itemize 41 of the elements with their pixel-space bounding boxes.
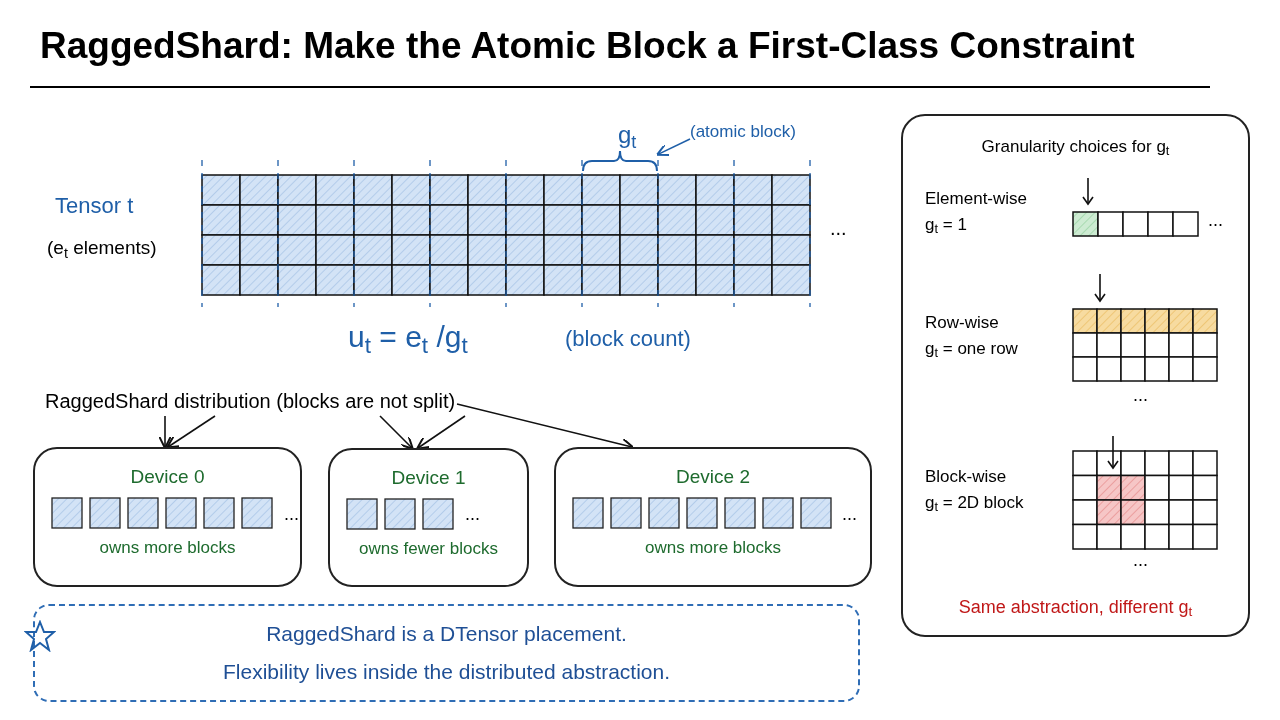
note-text: RaggedShard is a DTensor placement. [266, 621, 627, 647]
formula: u$_{t}$ = e$_{t}$ /g$_{t}$ [348, 319, 468, 356]
arrow [379, 415, 414, 450]
granularity-name: Row-wise [925, 312, 999, 334]
annotation-text: (atomic block) [690, 118, 825, 146]
tensor-label: Tensor t [55, 192, 134, 220]
panel-heading: Granularity choices for g$_{t}$ [980, 136, 1171, 160]
formula-note: (block count) [565, 325, 691, 353]
ellipsis: ... [830, 216, 847, 241]
device-label: Device 2 [676, 465, 750, 489]
ellipsis: ... [465, 503, 480, 526]
curly-brace [582, 150, 658, 172]
ellipsis: ... [1133, 549, 1148, 572]
math-symbol: g$_{t}$ [618, 120, 637, 150]
device-caption: owns more blocks [99, 537, 236, 559]
note-text: Flexibility lives inside the distributed abstraction. [222, 659, 670, 685]
ellipsis: ... [1133, 384, 1148, 407]
device-caption: owns fewer blocks [359, 538, 498, 560]
title: RaggedShard: Make the Atomic Block a First-Class Constraint [40, 24, 1135, 68]
granularity-formula: g$_{t}$ = one row [925, 338, 1018, 360]
element-count-label: (e$_{t}$ elements) [47, 236, 157, 260]
panel-footer: Same abstraction, different g$_{t}$ [903, 594, 1248, 621]
granularity-formula: g$_{t}$ = 2D block [925, 492, 1024, 514]
distribution-label: RaggedShard distribution (blocks are not split) [45, 386, 457, 416]
device-label: Device 0 [130, 465, 205, 489]
ellipsis: ... [1208, 209, 1223, 232]
granularity-formula: g$_{t}$ = 1 [925, 214, 967, 236]
arrow [416, 415, 466, 450]
device-box [554, 447, 872, 587]
device-box [33, 447, 302, 587]
arrow [158, 415, 172, 450]
ellipsis: ... [842, 503, 857, 526]
device-box [328, 448, 529, 587]
ellipsis: ... [284, 503, 299, 526]
device-caption: owns more blocks [644, 537, 782, 559]
granularity-name: Element-wise [925, 188, 1028, 210]
granularity-name: Block-wise [925, 466, 1007, 488]
device-label: Device 1 [391, 466, 466, 490]
arrow [656, 138, 691, 157]
note-box [33, 604, 860, 702]
arrow [166, 415, 216, 449]
